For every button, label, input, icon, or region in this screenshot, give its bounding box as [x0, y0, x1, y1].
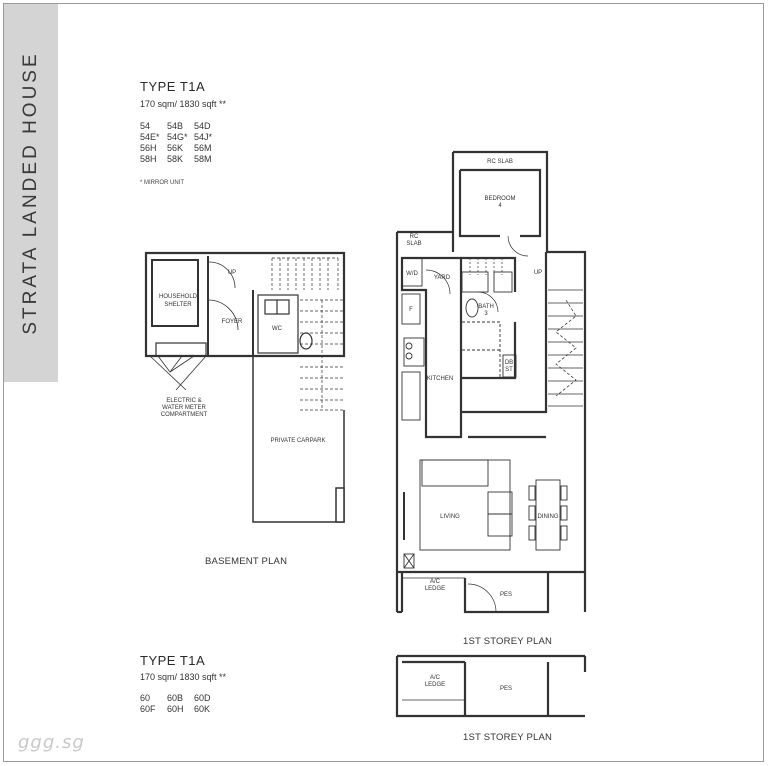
- unit-list-2: 60 60B 60D 60F 60H 60K: [140, 693, 221, 714]
- page-frame: [3, 3, 764, 762]
- unit-number: 60F: [140, 704, 156, 714]
- watermark: ggg.sg: [18, 732, 85, 753]
- room-bath: BATH: [478, 304, 494, 310]
- room-foyer: FOYER: [222, 319, 243, 325]
- unit-number: 60K: [194, 704, 211, 714]
- first-storey-stairs: [548, 289, 583, 407]
- basement-stairs: [271, 257, 344, 411]
- room-basement-up: UP: [228, 270, 236, 276]
- unit-number: 58M: [194, 154, 212, 164]
- unit-number: 56M: [194, 143, 212, 153]
- unit-number: 56H: [140, 143, 157, 153]
- unit-number: 54J*: [194, 132, 213, 142]
- unit-number: 54B: [167, 121, 184, 131]
- unit-number: 56K: [167, 143, 184, 153]
- room-rc-slab-top: RC SLAB: [487, 159, 513, 165]
- unit-number: 54E*: [140, 132, 160, 142]
- first-storey-plan-label-2: 1ST STOREY PLAN: [463, 732, 553, 743]
- room-pes: PES: [500, 592, 512, 598]
- basement-plan-label: BASEMENT PLAN: [205, 556, 288, 567]
- mirror-note: * MIRROR UNIT: [140, 180, 184, 186]
- first-storey-details: [401, 235, 529, 613]
- room-wd: W/D: [406, 271, 418, 277]
- room-living: LIVING: [440, 514, 460, 520]
- room-ac-ledge-2: LEDGE: [425, 586, 445, 592]
- area-2: 170 sqm/ 1830 sqft **: [140, 672, 227, 682]
- unit-number: 60H: [167, 704, 184, 714]
- first-storey-plan-2: [395, 654, 587, 718]
- room-rc-slab-left-1: RC: [410, 234, 419, 240]
- room-dining: DINING: [538, 514, 559, 520]
- unit-list-1: 54 54B 54D 54E* 54G* 54J* 56H 56K 56M 58H 58K 58M: [140, 121, 221, 164]
- room-ac-ledge-1: A/C: [430, 579, 441, 585]
- room-ac-ledge-2b-2: LEDGE: [425, 682, 445, 688]
- unit-number: 58K: [167, 154, 184, 164]
- room-household-shelter-1: HOUSEHOLD: [159, 294, 198, 300]
- room-first-up: UP: [534, 270, 542, 276]
- room-meter-2: WATER METER: [162, 405, 206, 411]
- first-storey-plan-label: 1ST STOREY PLAN: [463, 636, 553, 647]
- room-meter-3: COMPARTMENT: [161, 412, 208, 418]
- unit-number: 54G*: [167, 132, 188, 142]
- private-carpark: [252, 356, 345, 523]
- unit-number: 60: [140, 693, 151, 703]
- room-meter-1: ELECTRIC &: [166, 398, 201, 404]
- living-dining-furniture: [419, 459, 568, 551]
- unit-number: 58H: [140, 154, 157, 164]
- unit-number: 60B: [167, 693, 184, 703]
- room-dbst-2: ST: [505, 367, 513, 373]
- type-title-2: TYPE T1A: [140, 653, 206, 668]
- room-ac-ledge-2b-1: A/C: [430, 675, 441, 681]
- room-private-carpark: PRIVATE CARPARK: [270, 438, 325, 444]
- area-1: 170 sqm/ 1830 sqft **: [140, 99, 227, 109]
- room-bedroom-no: 4: [498, 203, 502, 209]
- side-band: [4, 4, 58, 382]
- room-pes-2: PES: [500, 686, 512, 692]
- room-household-shelter-2: SHELTER: [164, 302, 192, 308]
- room-rc-slab-left-2: SLAB: [406, 241, 421, 247]
- type-title-1: TYPE T1A: [140, 79, 206, 94]
- room-bath-no: 3: [484, 311, 488, 317]
- unit-number: 60D: [194, 693, 211, 703]
- room-fridge: F: [409, 307, 413, 313]
- wardrobe: [469, 258, 503, 275]
- room-wc: WC: [272, 326, 283, 332]
- basement-outline: [144, 251, 346, 391]
- room-bedroom: BEDROOM: [484, 196, 515, 202]
- first-storey-outline: [395, 150, 587, 614]
- room-yard: YARD: [434, 275, 451, 281]
- room-kitchen: KITCHEN: [427, 376, 453, 382]
- room-dbst-1: DB: [505, 360, 513, 366]
- unit-number: 54D: [194, 121, 211, 131]
- unit-number: 54: [140, 121, 151, 131]
